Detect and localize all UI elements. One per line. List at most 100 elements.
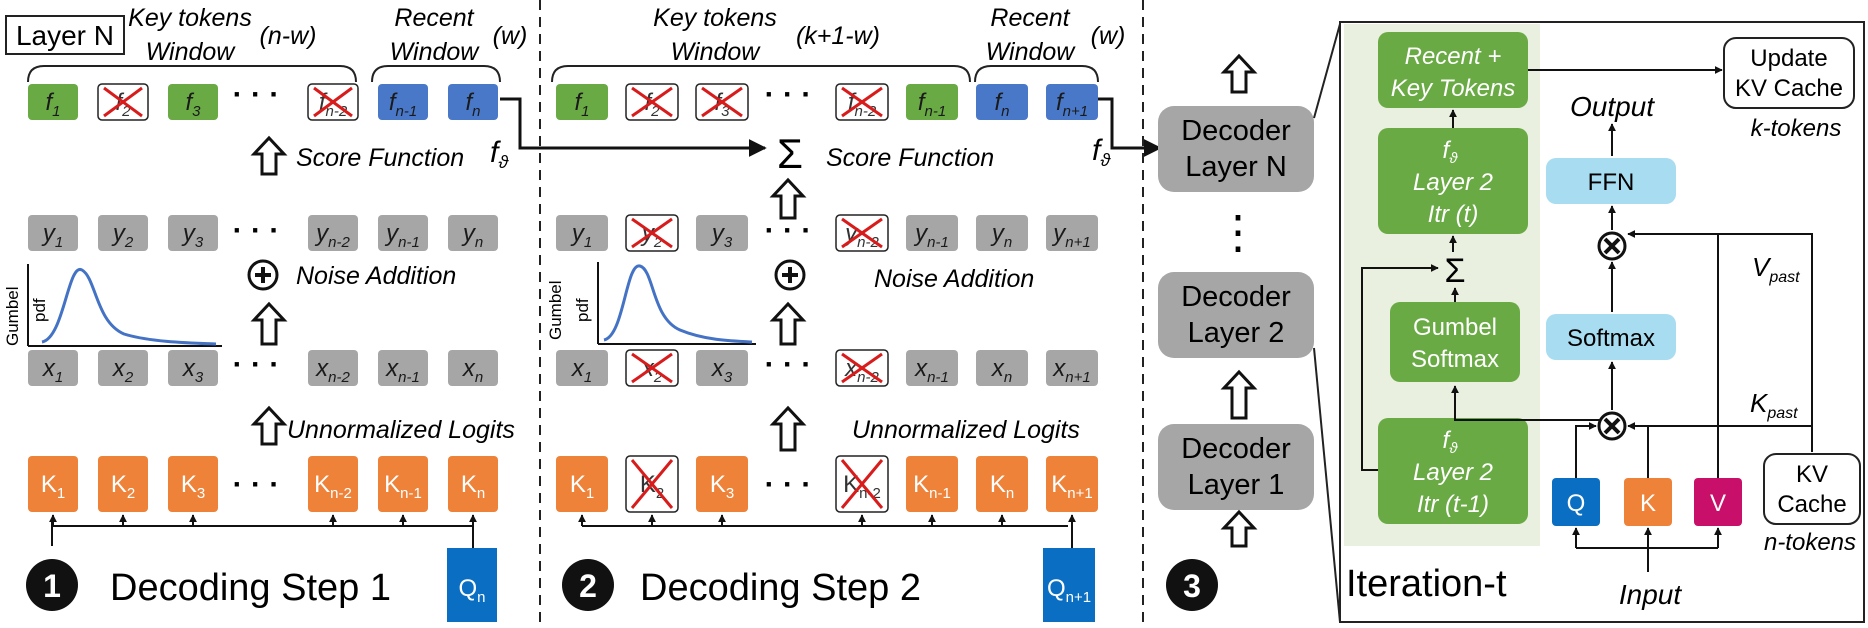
token-label: yn [990,220,1012,251]
multiply-circle-icon [1597,231,1627,261]
recent-key-line2: Key Tokens [1391,75,1516,102]
key-window-size: (k+1-w) [796,22,880,50]
token-box [168,350,218,386]
token-cell: xn-2 [835,349,889,387]
token-label: f1 [45,89,60,120]
up-arrow-icon [250,135,288,176]
token-cell: f3 [168,84,218,120]
recent-window-brace [371,65,501,83]
f-theta-label: fϑ [490,136,509,172]
token-cell: x2 [98,350,148,386]
cross-out-icon [103,86,143,118]
vpast-line [1627,230,1813,452]
token-box [1046,456,1098,512]
layer-label-box [5,15,125,55]
softmax-label: Softmax [1567,325,1655,352]
token-box [976,350,1028,386]
step2-to-decoder-arrow [1098,97,1162,157]
step-badge [26,559,78,611]
token-label: fn [465,89,480,120]
token-cell: Kn-1 [378,456,428,512]
token-box [168,84,218,120]
k-row-dots: · · · [765,468,812,501]
token-cell: xn-2 [308,350,358,386]
q-label: Q [1567,490,1586,517]
pdf-axis-label: pdf [573,298,592,322]
f-theta-label: fϑ [1092,134,1111,170]
svg-text:Σ: Σ [1444,252,1465,290]
token-label: x1 [42,355,63,386]
token-label: K2 [111,471,135,502]
token-box [98,215,148,251]
step-badge [1166,559,1218,611]
sum-icon: Σ [1444,252,1465,290]
token-label: xn-2 [315,355,350,386]
noise-addition-label: Noise Addition [296,262,456,290]
step-number: 1 [43,568,61,604]
step1-to-sum-arrow [500,97,767,157]
up-arrow-icon [769,177,807,220]
gumbel-pdf-curve-icon [597,262,756,345]
n-tokens-label: n-tokens [1764,529,1856,556]
token-label: xn [462,355,483,386]
token-box [556,350,608,386]
up-arrow-icon [769,405,807,452]
recent-window-size: (w) [493,22,528,50]
decoder-layer-n [1158,106,1314,192]
svg-text:Σ: Σ [777,130,803,177]
token-box [98,456,148,512]
query-arrows [578,514,1076,548]
token-cell: K3 [168,456,218,512]
cross-out-icon [841,217,883,249]
k-row-dots: · · · [233,468,280,501]
up-arrow-icon [1220,369,1258,420]
recent-key-line1: Recent + [1405,43,1502,70]
token-cell: x1 [28,350,78,386]
token-box [1046,350,1098,386]
recent-window-size: (w) [1091,22,1126,50]
token-label: fn+1 [1056,89,1088,120]
token-label: yn [461,220,483,251]
token-box [696,456,748,512]
token-cell: y1 [28,215,78,251]
multiply-circle-icon [1597,411,1627,441]
q-to-mult-line [1575,422,1597,478]
token-label: K1 [570,471,594,502]
kv-cache-line1: KV [1796,461,1828,488]
token-box [976,215,1028,251]
token-box [556,215,608,251]
token-cell: y2 [98,215,148,251]
token-box [308,215,358,251]
token-label: Kn-1 [384,471,422,502]
pdf-axis-label: pdf [30,298,49,322]
token-label: f1 [574,89,589,120]
token-label: xn+1 [1052,355,1090,386]
step-number: 2 [579,568,597,604]
noise-addition-label: Noise Addition [874,265,1034,293]
vpast-label: Vpast [1752,252,1800,286]
token-label: yn-1 [384,220,420,251]
v-label: V [1710,490,1726,517]
token-label: K3 [181,471,205,502]
token-cell: f2 [625,83,679,121]
v-box [1694,478,1742,526]
token-label: y1 [570,220,592,251]
token-cell: y1 [556,215,608,251]
x-row-dots: · · · [765,348,812,381]
cross-out-icon [631,352,673,384]
token-cell: fn-1 [378,84,428,120]
iteration-title: Iteration-t [1346,563,1507,605]
x-row-dots: · · · [233,348,280,381]
token-box [696,215,748,251]
decoder-layer-2-line2: Layer 2 [1188,317,1285,349]
output-label: Output [1570,91,1655,122]
cross-out-icon [630,459,674,509]
token-cell: f3 [695,83,749,121]
up-arrow-icon [250,301,288,346]
token-cell: Kn [448,456,498,512]
token-box [906,215,958,251]
